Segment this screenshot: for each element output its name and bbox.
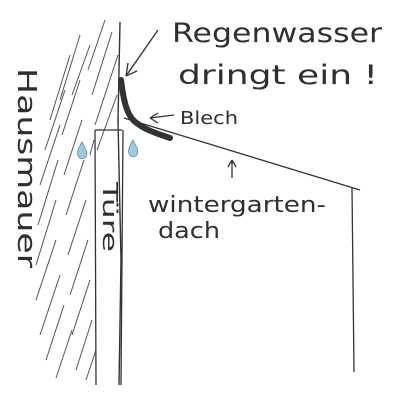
flashing-sheet: [118, 77, 173, 141]
door-right-line: [120, 129, 124, 386]
house-wall: [35, 19, 122, 386]
water-drop-left-icon: [77, 141, 88, 159]
wall-edge-line: [117, 21, 122, 386]
door-frame: [94, 129, 124, 386]
roof-line: [123, 117, 361, 191]
flashing-label: Blech: [180, 108, 238, 129]
roof-label-line2: dach: [158, 219, 220, 244]
door-left-line: [94, 129, 97, 386]
rain-arrow: [125, 29, 159, 77]
roof-arrow: [227, 159, 237, 178]
door-label: Türe: [98, 180, 122, 252]
conservatory: [123, 117, 361, 373]
roof-label-line1: wintergarten-: [148, 193, 326, 218]
wall-label: Hausmauer: [11, 68, 41, 268]
rain-label-line2: dringt ein !: [178, 60, 378, 91]
rain-label-line1: Regenwasser: [172, 18, 383, 49]
water-drop-right-icon: [128, 139, 139, 157]
roof-post: [351, 187, 355, 373]
flashing-arrow: [149, 112, 175, 124]
